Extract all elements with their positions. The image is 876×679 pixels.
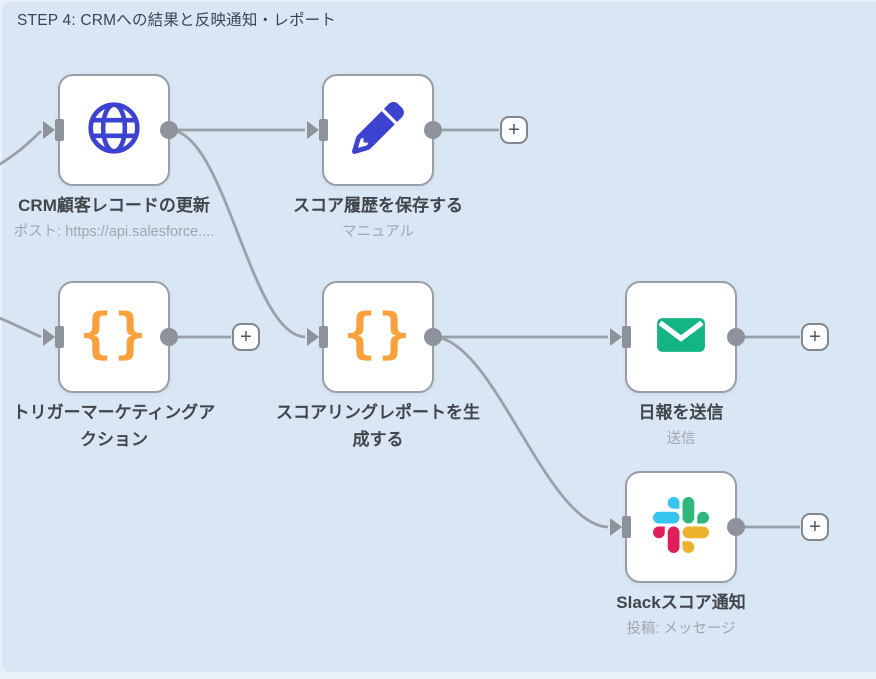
node-subtitle: 送信 <box>666 431 696 447</box>
node-save-history[interactable] <box>307 74 442 186</box>
node-subtitle: マニュアル <box>341 224 415 240</box>
node-label: スコアリングレポートを生 成する <box>228 399 528 453</box>
node-label: 日報を送信 送信 <box>531 399 831 453</box>
plus-icon: + <box>809 326 821 348</box>
node-crm-update[interactable] <box>43 74 178 186</box>
plus-icon: + <box>508 119 520 141</box>
node-send-daily-report[interactable] <box>610 281 745 393</box>
node-title: スコア履歴を保存する <box>293 196 463 215</box>
node-label: スコア履歴を保存する マニュアル <box>228 192 528 246</box>
output-port[interactable] <box>160 121 178 139</box>
node-label: CRM顧客レコードの更新 ポスト: https://api.salesforce… <box>0 192 264 246</box>
node-title: 日報を送信 <box>638 403 724 422</box>
node-title: スコアリングレポートを生 成する <box>276 403 480 449</box>
node-title: CRM顧客レコードの更新 <box>18 196 210 215</box>
edge-incoming-crm[interactable] <box>0 130 42 172</box>
edge-crm-to-report[interactable] <box>169 128 306 339</box>
add-node-button[interactable]: + <box>801 323 829 351</box>
input-port[interactable] <box>43 119 64 141</box>
braces-icon: {} <box>79 302 149 365</box>
input-port[interactable] <box>43 326 64 348</box>
input-port[interactable] <box>610 326 631 348</box>
node-trigger-marketing[interactable]: {} <box>43 281 178 393</box>
node-label: トリガーマーケティングア クション <box>0 399 264 453</box>
input-port[interactable] <box>307 119 328 141</box>
output-port[interactable] <box>424 121 442 139</box>
globe-icon <box>85 99 143 162</box>
plus-icon: + <box>809 516 821 538</box>
node-slack-notify[interactable] <box>610 471 745 583</box>
output-port[interactable] <box>160 328 178 346</box>
pencil-icon <box>352 101 404 159</box>
edge-incoming-trigger[interactable] <box>0 312 42 339</box>
node-title: Slackスコア通知 <box>616 593 746 612</box>
add-node-button[interactable]: + <box>500 116 528 144</box>
node-subtitle: 投稿: メッセージ <box>626 621 736 637</box>
slack-icon <box>653 496 709 558</box>
sticky-note-title: STEP 4: CRMへの結果と反映通知・レポート <box>17 12 337 29</box>
edge-report-to-slack[interactable] <box>433 335 609 529</box>
braces-icon: {} <box>343 302 413 365</box>
node-subtitle: ポスト: https://api.salesforce.... <box>13 224 215 240</box>
output-port[interactable] <box>727 328 745 346</box>
input-port[interactable] <box>307 326 328 348</box>
node-label: Slackスコア通知 投稿: メッセージ <box>531 589 831 643</box>
add-node-button[interactable]: + <box>232 323 260 351</box>
input-port[interactable] <box>610 516 631 538</box>
node-title: トリガーマーケティングア クション <box>12 403 216 449</box>
node-generate-report[interactable]: {} <box>307 281 442 393</box>
output-port[interactable] <box>424 328 442 346</box>
add-node-button[interactable]: + <box>801 513 829 541</box>
plus-icon: + <box>240 326 252 348</box>
envelope-icon <box>653 307 709 368</box>
output-port[interactable] <box>727 518 745 536</box>
